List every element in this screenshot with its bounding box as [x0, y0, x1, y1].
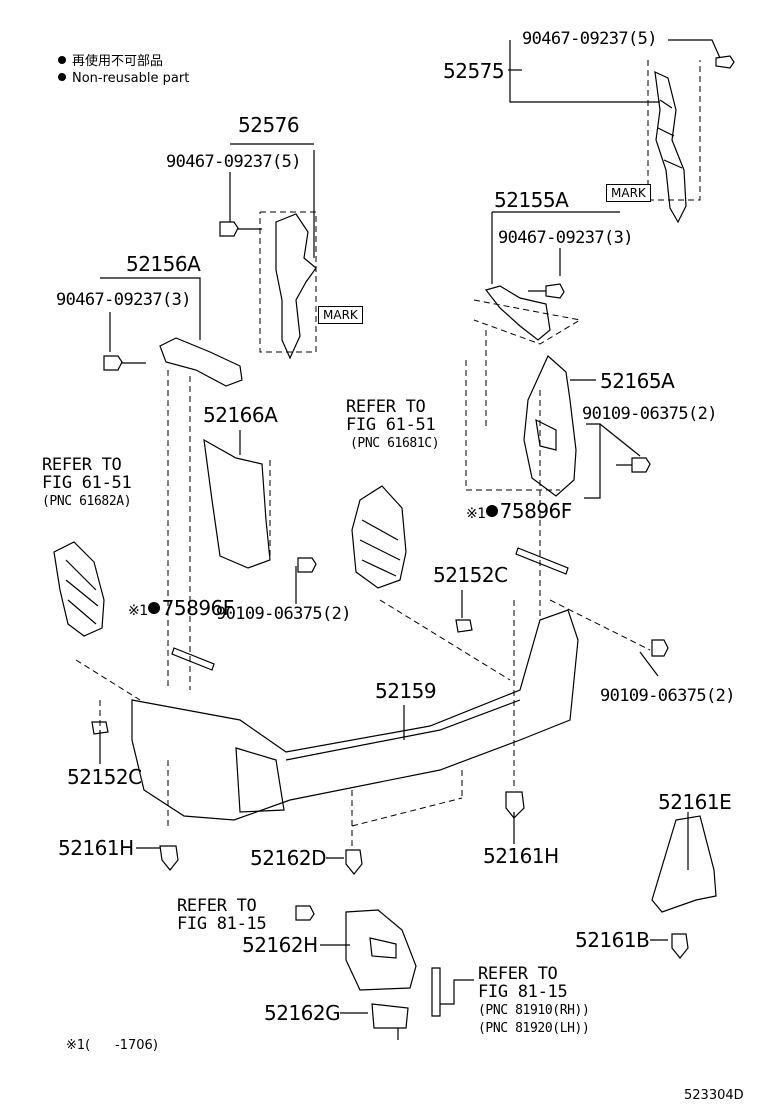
label-52162H[interactable]: 52162H	[242, 933, 318, 957]
part-52156A	[159, 337, 243, 387]
refer-bottom-right-line1: REFER TO	[478, 964, 558, 984]
part-52159	[131, 609, 579, 821]
part-52161H-right	[505, 791, 525, 819]
part-reflector	[431, 967, 441, 1017]
label-52152C-left[interactable]: 52152C	[67, 765, 142, 789]
bolt-52576	[219, 221, 262, 237]
part-75896F-right	[515, 547, 569, 575]
figure-code: 523304D	[684, 1088, 744, 1103]
refer-left-pnc: (PNC 61682A)	[42, 494, 132, 509]
refer-left-line1: REFER TO	[42, 455, 122, 475]
non-reusable-dot-icon	[485, 505, 498, 517]
bracket-52575	[509, 40, 660, 103]
label-52161H-right[interactable]: 52161H	[483, 844, 559, 868]
label-52166A-bolt[interactable]: 90109-06375(2)	[216, 604, 351, 624]
part-refer-center	[351, 485, 407, 589]
part-52161E	[651, 815, 717, 913]
part-52155A	[484, 285, 551, 341]
refer-bottom-left-line1: REFER TO	[177, 896, 257, 916]
bolt-52156A	[103, 355, 146, 371]
bolt-52155A	[528, 283, 565, 299]
leader-52165A-bolt-a	[584, 423, 601, 499]
leader-52159-bolt	[639, 651, 659, 677]
bolt-52166A	[297, 557, 317, 573]
part-52152C-left	[91, 721, 109, 735]
refer-center-line1: REFER TO	[346, 397, 426, 417]
bolt-52159	[651, 639, 669, 657]
label-52155A[interactable]: 52155A	[494, 188, 569, 212]
part-52162D	[345, 849, 363, 875]
refer-center-pnc: (PNC 61681C)	[350, 436, 440, 451]
label-52161H-left[interactable]: 52161H	[58, 836, 134, 860]
part-refer-left	[53, 541, 105, 637]
part-52162H	[345, 909, 417, 991]
part-52576	[275, 213, 317, 360]
label-52166A[interactable]: 52166A	[203, 403, 278, 427]
bolt-52165A	[616, 457, 651, 473]
non-reusable-dot-icon	[58, 56, 66, 64]
part-52575	[654, 70, 687, 224]
label-52159-bolt[interactable]: 90109-06375(2)	[600, 686, 735, 706]
part-52166A	[203, 438, 271, 569]
label-52575-bolt[interactable]: 90467-09237(5)	[522, 29, 657, 49]
label-52156A[interactable]: 52156A	[126, 252, 201, 276]
refer-bottom-right-pnc-lh: (PNC 81920(LH))	[478, 1021, 590, 1036]
bolt-refer-bottom	[295, 905, 315, 921]
legend-line-2: Non-reusable part	[58, 72, 189, 85]
mark-label-52576: MARK	[318, 306, 363, 324]
label-52161B[interactable]: 52161B	[575, 928, 650, 952]
refer-bottom-right-line2[interactable]: FIG 81-15	[478, 982, 568, 1002]
label-52161E[interactable]: 52161E	[658, 790, 732, 814]
label-52575[interactable]: 52575	[443, 59, 505, 83]
part-52161B	[671, 933, 689, 959]
leader-52575-bolt	[668, 39, 721, 59]
part-75896F-left	[171, 647, 215, 671]
footnote: ※1( -1706)	[66, 1038, 158, 1053]
label-52162D[interactable]: 52162D	[250, 846, 327, 870]
refer-center-line2[interactable]: FIG 61-51	[346, 415, 436, 435]
part-52152C-right	[455, 619, 473, 633]
label-52152C-right[interactable]: 52152C	[433, 563, 508, 587]
label-52576[interactable]: 52576	[238, 113, 300, 137]
part-52165A	[523, 355, 577, 497]
mark-label-52575: MARK	[606, 184, 651, 202]
non-reusable-dot-icon	[147, 602, 160, 614]
refer-bottom-left-line2[interactable]: FIG 81-15	[177, 914, 267, 934]
part-52161H-left	[159, 845, 179, 871]
part-52162G	[371, 1003, 409, 1029]
label-52576-bolt[interactable]: 90467-09237(5)	[166, 152, 301, 172]
refer-left-line2[interactable]: FIG 61-51	[42, 473, 132, 493]
bolt-52575	[715, 55, 735, 69]
label-52162G[interactable]: 52162G	[264, 1001, 341, 1025]
label-52165A[interactable]: 52165A	[600, 369, 675, 393]
legend-line-1: 再使用不可部品	[58, 55, 163, 68]
label-52155A-bolt[interactable]: 90467-09237(3)	[498, 228, 633, 248]
refer-bottom-right-pnc-rh: (PNC 81910(RH))	[478, 1003, 590, 1018]
label-52159[interactable]: 52159	[375, 679, 437, 703]
non-reusable-dot-icon	[58, 73, 66, 81]
label-52165A-bolt[interactable]: 90109-06375(2)	[582, 404, 717, 424]
label-52156A-bolt[interactable]: 90467-09237(3)	[56, 290, 191, 310]
leader-52156A	[100, 277, 201, 340]
